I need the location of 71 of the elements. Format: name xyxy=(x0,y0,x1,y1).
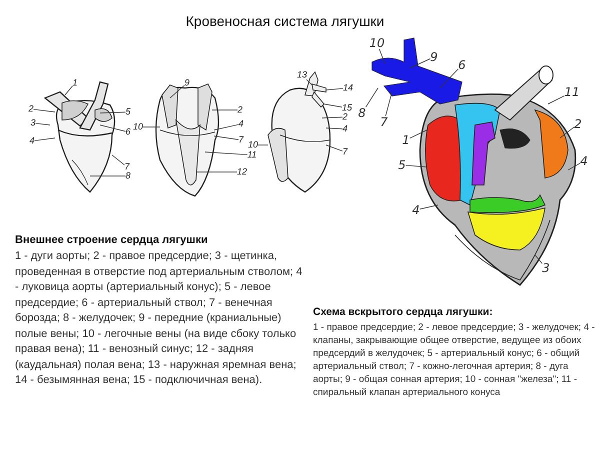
leader-line xyxy=(35,122,50,126)
leader-line xyxy=(326,128,343,130)
leader-line xyxy=(214,136,239,140)
leader-line xyxy=(385,92,392,116)
callout-number: 10 xyxy=(369,37,385,49)
callout-number: 2 xyxy=(574,118,582,130)
leader-line xyxy=(322,116,343,118)
leader-line xyxy=(170,84,185,98)
callout-number: 11 xyxy=(564,86,580,98)
callout-number: 12 xyxy=(237,168,247,176)
heart-side-view-drawing xyxy=(266,70,332,194)
leader-line xyxy=(324,104,342,108)
callout-number: 4 xyxy=(342,124,348,134)
leader-line xyxy=(548,95,565,104)
leader-line xyxy=(142,126,160,128)
callout-number: 2 xyxy=(342,112,348,122)
callout-number: 4 xyxy=(580,155,588,167)
callout-number: 14 xyxy=(343,84,353,92)
heart-front-view-drawing xyxy=(43,80,118,195)
callout-number: 9 xyxy=(184,78,190,88)
callout-number: 6 xyxy=(126,128,130,136)
leader-line xyxy=(258,144,268,146)
leader-line xyxy=(112,154,125,166)
leader-line xyxy=(534,254,543,264)
callout-number: 1 xyxy=(72,78,78,88)
callout-number: 3 xyxy=(542,262,550,274)
callout-number: 7 xyxy=(238,136,244,144)
callout-number: 6 xyxy=(458,59,466,71)
leader-line xyxy=(419,204,438,210)
callout-number: 8 xyxy=(358,107,366,119)
legend-heading: Внешнее строение сердца лягушки xyxy=(15,233,209,248)
callout-number: 2 xyxy=(28,104,34,114)
leader-line xyxy=(568,162,581,170)
leader-line xyxy=(560,126,575,138)
title: Кровеносная система лягушки xyxy=(184,13,386,29)
leader-line xyxy=(306,79,312,86)
leader-line xyxy=(405,164,428,168)
callout-number: 5 xyxy=(126,108,130,116)
callout-number: 7 xyxy=(124,162,130,172)
leader-line xyxy=(204,152,248,156)
legend-paragraph: 1 - правое предсердие; 2 - левое предсердие; 3 - желудочек; 4 - клапаны, закрывающие общее отверстие, ведущее из обоих предсердий в желудочек; 5 - артериальный конус; 6 - общий артериальный ствол; 7 - кожно-легочная артерия; 8 - дуга аорты; 9 - общая сонная артерия; 10 - сонная "железа"; 11 - спиральный клапан артериального конуса xyxy=(313,321,596,399)
legend-paragraph: 1 - дуги аорты; 2 - правое предсердие; 3 - щетинка, проведенная в отверстие под артериальным стволом; 4 - луковица аорты (артериальный конус); 5 - левое предсердие; 6 - артериальный ствол; 7 - венечная борозда; 8 - желудочек; 9 - передние (краниальные) полые вены; 10 - легочные вены (на виде сбоку только правая вена); 11 - венозный синус; 12 - задняя (каудальная) полая вена; 13 - наружная яремная вена; 14 - безымянная вена; 15 - подключичная вена). xyxy=(15,249,304,388)
leader-line xyxy=(409,130,428,139)
leader-line xyxy=(214,124,239,130)
leader-line xyxy=(33,108,56,112)
callout-number: 4 xyxy=(30,136,34,146)
leader-line xyxy=(326,144,343,152)
leader-line xyxy=(100,112,126,114)
callout-number: 7 xyxy=(380,116,388,128)
callout-number: 4 xyxy=(238,120,244,128)
callout-number: 1 xyxy=(402,134,410,146)
leader-line xyxy=(326,88,344,90)
callout-number: 10 xyxy=(248,140,258,150)
legend-heading: Схема вскрытого сердца лягушки: xyxy=(313,306,494,319)
callout-number: 10 xyxy=(133,122,143,132)
leader-line xyxy=(365,88,378,108)
callout-number: 15 xyxy=(342,104,352,112)
callout-number: 2 xyxy=(238,106,242,114)
leader-line xyxy=(410,58,431,68)
callout-number: 8 xyxy=(126,172,130,180)
callout-number: 11 xyxy=(247,150,257,160)
callout-number: 7 xyxy=(342,148,348,156)
callout-number: 4 xyxy=(412,204,420,216)
callout-number: 5 xyxy=(398,159,406,171)
leader-line xyxy=(100,124,126,132)
callout-number: 13 xyxy=(297,70,307,80)
leader-line xyxy=(34,138,56,142)
callout-number: 9 xyxy=(430,51,438,63)
leader-line xyxy=(64,86,73,96)
leader-line xyxy=(378,48,386,64)
callout-number: 3 xyxy=(30,118,36,128)
